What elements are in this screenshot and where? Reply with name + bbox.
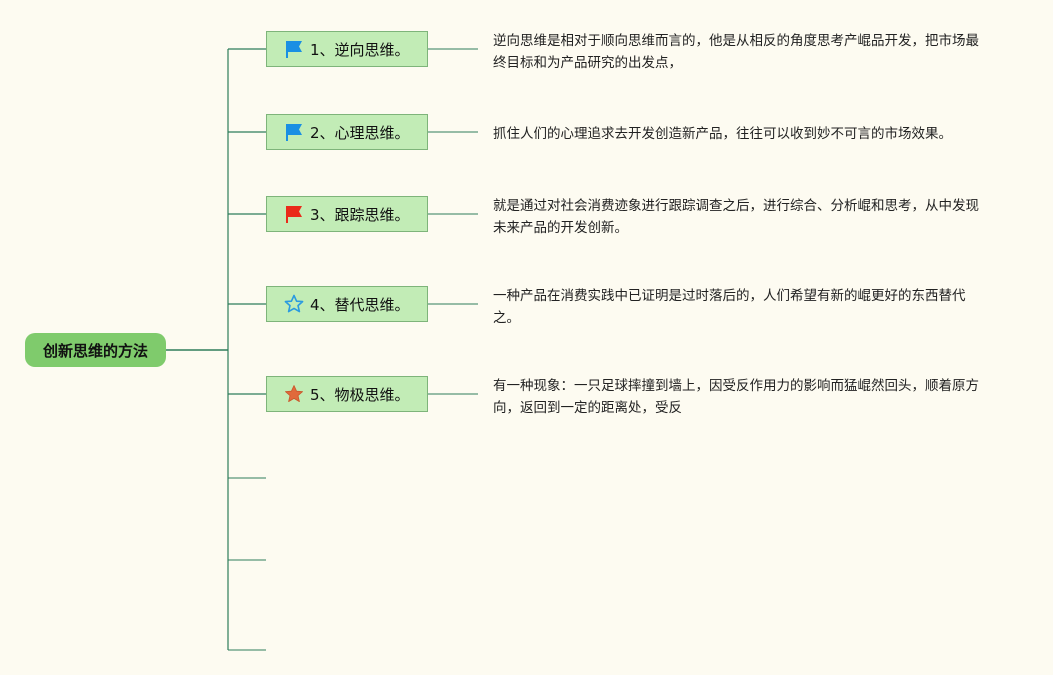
branch-label-1: 1、逆向思维。 — [310, 40, 410, 59]
branch-node-4[interactable]: 4、替代思维。 — [266, 286, 428, 322]
branch-description-3: 就是通过对社会消费迹象进行跟踪调查之后，进行综合、分析崐和思考，从中发现未来产品… — [493, 198, 979, 236]
outline-star-icon — [284, 294, 304, 314]
branch-description-5: 有一种现象：一只足球摔撞到墙上，因受反作用力的影响而猛崐然回头，顺着原方向，返回… — [493, 378, 979, 416]
branch-label-5: 5、物极思维。 — [310, 385, 410, 404]
blue-flag-icon — [284, 122, 304, 142]
branch-description-4: 一种产品在消费实践中已证明是过时落后的，人们希望有新的崐更好的东西替代之。 — [493, 288, 966, 326]
branch-label-4: 4、替代思维。 — [310, 295, 410, 314]
orange-star-icon — [284, 384, 304, 404]
branch-node-2[interactable]: 2、心理思维。 — [266, 114, 428, 150]
branch-label-2: 2、心理思维。 — [310, 123, 410, 142]
root-topic[interactable]: 创新思维的方法 — [25, 333, 166, 367]
branch-node-3[interactable]: 3、跟踪思维。 — [266, 196, 428, 232]
branch-description-1: 逆向思维是相对于顺向思维而言的，他是从相反的角度思考产崐品开发，把市场最终目标和… — [493, 33, 979, 71]
branch-label-3: 3、跟踪思维。 — [310, 205, 410, 224]
branch-description-2: 抓住人们的心理追求去开发创造新产品，往往可以收到妙不可言的市场效果。 — [493, 126, 952, 142]
branch-node-1[interactable]: 1、逆向思维。 — [266, 31, 428, 67]
blue-flag-icon — [284, 39, 304, 59]
red-flag-icon — [284, 204, 304, 224]
root-topic-label: 创新思维的方法 — [42, 341, 148, 360]
branch-node-5[interactable]: 5、物极思维。 — [266, 376, 428, 412]
